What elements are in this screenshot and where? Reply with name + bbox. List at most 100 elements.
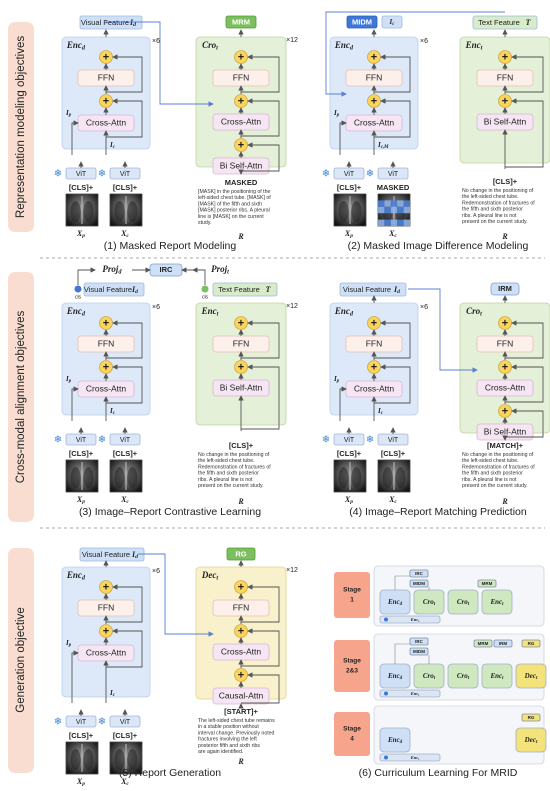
ffn-label: FFN — [233, 72, 250, 82]
add-node-label: + — [103, 361, 109, 373]
report-text-line: Redemonstration of fractures of — [198, 464, 271, 470]
xp-label-main: X — [76, 495, 83, 504]
frozen-snowflake-icon: ❄ — [54, 169, 62, 180]
feature-tag-label: Text Feature — [218, 285, 260, 294]
ic-label-main: I — [109, 407, 113, 415]
stage-module-label-main: Enc — [387, 598, 400, 606]
flow-arrow — [241, 628, 280, 667]
xp-label-sub: p — [81, 233, 85, 239]
xc-label: Xc — [388, 495, 397, 505]
ffn-label: FFN — [366, 72, 383, 82]
spine-shape — [81, 462, 83, 490]
masked-report-text-line: [MASK] posterior ribs. A pleural — [198, 208, 270, 214]
ffn-label: FFN — [497, 72, 514, 82]
stage-module-label-sub: t — [536, 740, 538, 745]
generated-report-text-line: interval change. Previously noted — [198, 730, 275, 736]
lung-right-shape — [83, 201, 94, 223]
lung-left-shape — [70, 201, 81, 223]
flow-arrow — [339, 386, 347, 421]
add-node-label: + — [371, 361, 377, 373]
xc-label-main: X — [388, 495, 395, 504]
stage-module-label-main: Dec — [524, 736, 536, 744]
stage-objective-label: IRM — [499, 641, 508, 646]
frozen-snowflake-icon: ❄ — [54, 435, 62, 446]
flow-arrow — [374, 54, 411, 93]
stage-module-label-main: Enc — [387, 672, 400, 680]
feature-symbol-sub: d — [133, 22, 136, 28]
ip-label-sub: p — [336, 113, 340, 118]
mask-patch — [378, 206, 385, 214]
xp-label-main: X — [76, 229, 83, 238]
add-node-label: + — [371, 95, 377, 107]
flow-arrow — [192, 267, 206, 285]
input-cls-label: [CLS]+ — [113, 183, 138, 192]
proj-d-label-main: Proj — [102, 264, 119, 274]
spine-shape — [349, 196, 351, 224]
flow-arrow — [374, 98, 411, 138]
masked-report-text-line: [MASK] of the fifth and sixth — [198, 201, 262, 207]
add-node-label: + — [502, 95, 508, 107]
stage-module-label: Enct — [489, 672, 504, 681]
lung-right-shape — [127, 749, 138, 771]
feature-symbol: Id — [393, 285, 400, 295]
enc-strip-label-main: Enc — [410, 755, 419, 760]
stage-objective-tag — [521, 713, 541, 722]
cls-token-label: cls — [202, 294, 209, 300]
objective-head-tag — [226, 547, 256, 561]
stage-label: Stage — [343, 658, 361, 665]
add-node-label: + — [103, 317, 109, 329]
vit-label: ViT — [120, 719, 131, 726]
lung-left-shape — [70, 749, 81, 771]
spine-shape — [125, 196, 127, 224]
feature-symbol: Id — [131, 550, 138, 560]
stage-module-label: Crot — [457, 672, 470, 681]
flow-arrow — [106, 98, 143, 138]
text-encoder-block-label-main: Enc — [201, 306, 217, 316]
ic-label-sub: c — [113, 411, 116, 416]
mask-patch — [378, 219, 385, 226]
add-node-label: + — [238, 95, 244, 107]
stage-objective-label: RG — [528, 715, 535, 720]
spine-shape — [125, 462, 127, 490]
enc-strip-label: Enct — [410, 691, 420, 697]
xp-label-main: X — [344, 229, 351, 238]
panel-caption: (3) Image–Report Contrastive Learning — [79, 506, 261, 518]
input-cls-label: [CLS]+ — [337, 183, 362, 192]
cross-attn-label: Cross-Attn — [221, 116, 261, 126]
cross-text-block-label-sub: t — [216, 45, 218, 52]
add-node-label: + — [238, 317, 244, 329]
stage-label-box — [334, 640, 370, 692]
add-node-label: + — [238, 669, 244, 681]
mask-patch — [384, 219, 391, 226]
flow-arrow — [106, 320, 143, 359]
add-node-label: + — [502, 51, 508, 63]
objective-head-tag — [225, 15, 257, 29]
add-node-label: + — [502, 361, 508, 373]
report-text-line: No change in the positioning of — [462, 188, 534, 194]
flow-arrow — [241, 98, 280, 137]
self-attn-label: Bi Self-Attn — [484, 116, 527, 126]
vit-label: ViT — [120, 171, 131, 178]
stage-module-label-main: Cro — [457, 598, 468, 606]
lung-left-shape — [338, 201, 349, 223]
flow-arrow — [408, 288, 478, 373]
text-encoder-block-label-sub: t — [217, 311, 219, 318]
report-text-line: ribs. A pleural line is not — [462, 213, 517, 219]
enc-d-label-sub: d — [82, 45, 86, 52]
frozen-snowflake-icon: ❄ — [98, 169, 106, 180]
frozen-snowflake-icon: ❄ — [98, 435, 106, 446]
xray-image — [333, 459, 367, 493]
ip-label: Ip — [333, 109, 340, 118]
spine-shape — [393, 462, 395, 490]
stage-objective-tag — [409, 637, 429, 646]
proj-t-label: Projt — [211, 264, 229, 276]
stage-label: Stage — [343, 726, 361, 733]
masked-report-text-line: line is [MASK] on the current — [198, 214, 264, 220]
feature-symbol-sub: d — [135, 289, 138, 295]
text-encoder-block-label-sub: t — [481, 45, 483, 52]
feature-symbol-sub: d — [397, 289, 400, 295]
text-decoder-block-label: Dect — [201, 570, 219, 582]
self-attn-label: Bi Self-Attn — [220, 160, 263, 170]
stage-connector — [394, 643, 410, 664]
